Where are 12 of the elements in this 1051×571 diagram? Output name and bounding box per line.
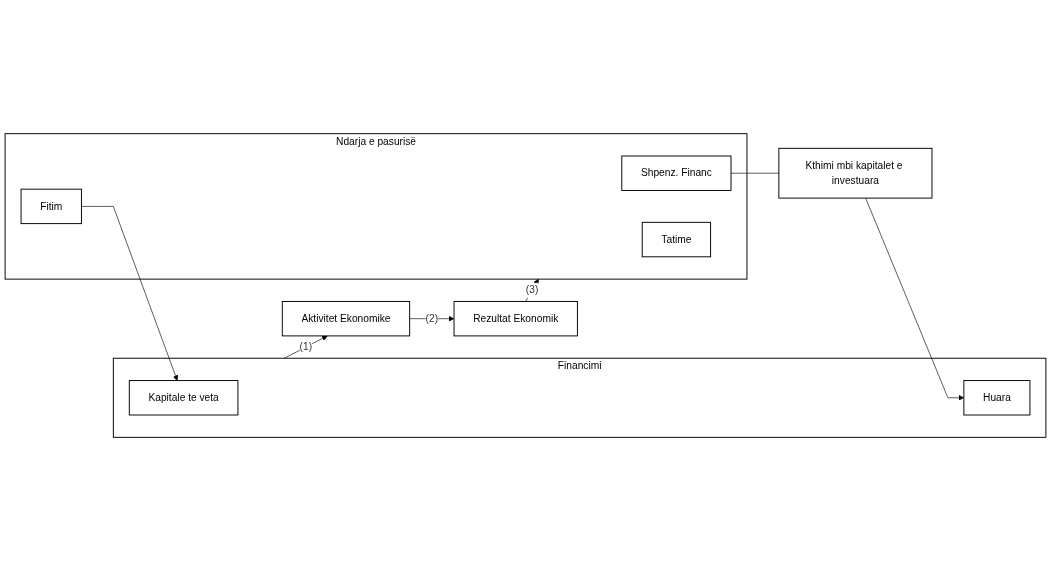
connector	[730, 172, 780, 174]
edge-label: (1)	[299, 341, 313, 353]
node-box: Shpenz. Financ	[621, 155, 732, 191]
node-box: Rezultat Ekonomik	[453, 300, 578, 337]
node-box: Tatime	[641, 221, 712, 258]
node-box: Huara	[963, 380, 1031, 416]
node-box: Fitim	[20, 188, 82, 225]
node-box: Kthimi mbi kapitalet e investuara	[778, 147, 933, 199]
node-box: Kapitale te veta	[128, 380, 239, 416]
edge-label: (3)	[525, 284, 539, 296]
node-box: Aktivitet Ekonomike	[281, 300, 411, 337]
edge-label: (2)	[425, 312, 439, 324]
